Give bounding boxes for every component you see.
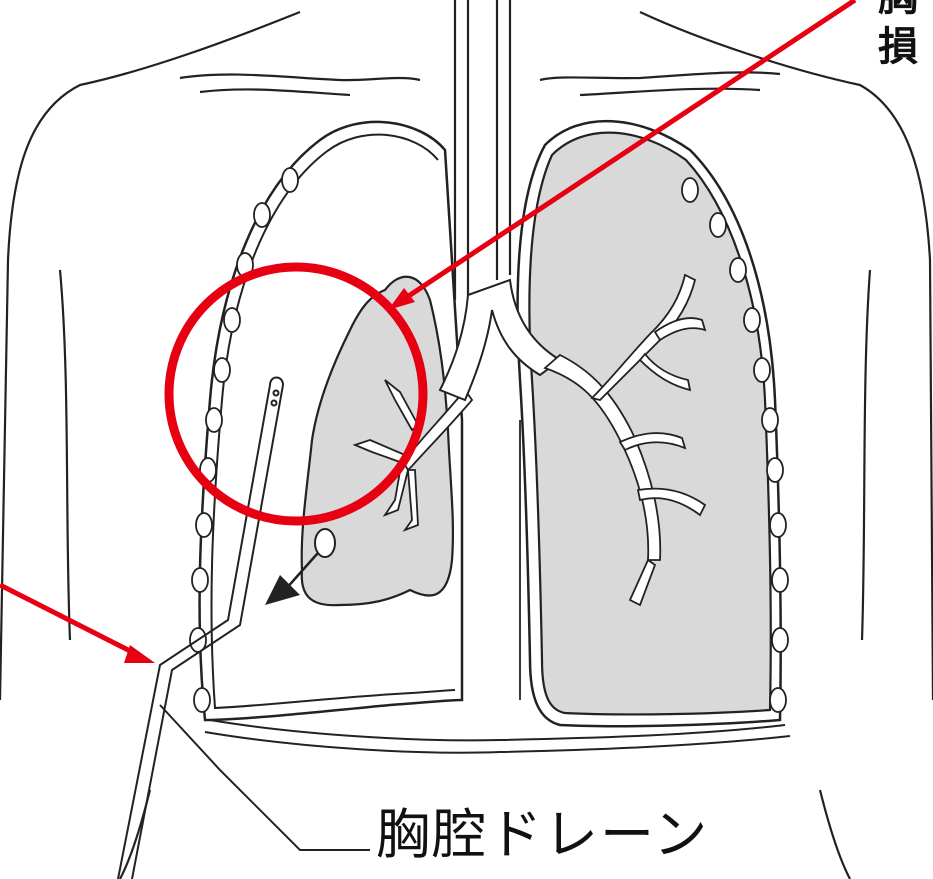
trachea xyxy=(455,0,510,300)
cut-label-line1: 胸 xyxy=(878,0,933,22)
drain-leader-line xyxy=(160,705,370,850)
cut-off-label: 胸 損 xyxy=(878,0,933,72)
arrow-left-pointer xyxy=(0,585,155,663)
torso-outline xyxy=(0,12,933,879)
drain-label: 胸腔ドレーン xyxy=(376,808,709,862)
left-pleura xyxy=(518,121,788,726)
mediastinum xyxy=(462,420,520,700)
cut-label-line2: 損 xyxy=(878,22,933,72)
